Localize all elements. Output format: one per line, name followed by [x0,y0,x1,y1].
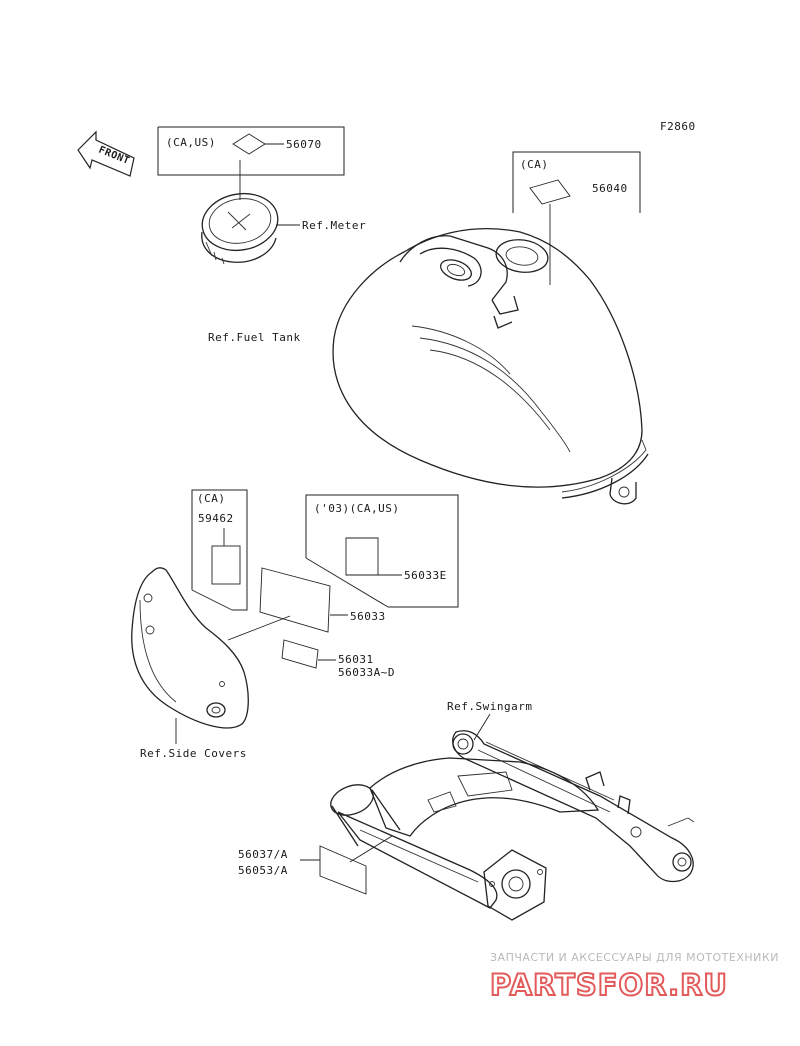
figure-code: F2860 [660,120,696,133]
decal-56037 [319,845,367,895]
decal-56033 [259,567,331,633]
decal-56070 [232,133,266,155]
watermark-brand: PARTSFOR.RU [490,968,728,1002]
ref-swingarm-label: Ref.Swingarm [447,700,532,713]
front-arrow-icon: FRONT [77,130,135,177]
part-56053a: 56053/A [238,864,288,877]
meter-part [201,192,300,265]
tank-label-box: (CA) 56040 [512,151,641,285]
decal-56033e [345,537,379,576]
ref-meter-label: Ref.Meter [302,219,366,232]
side-box-region: (CA) [197,492,226,505]
part-56031: 56031 [338,653,374,666]
ref-side-covers-label: Ref.Side Covers [140,747,247,760]
part-56070: 56070 [286,138,322,151]
ref-fuel-tank-label: Ref.Fuel Tank [208,331,301,344]
side-cover-part [131,567,249,729]
part-56040: 56040 [592,182,628,195]
side-label-box: (CA) 59462 [191,489,248,611]
meter-label-box: (CA,US) 56070 [157,126,345,176]
part-59462: 59462 [198,512,234,525]
part-56033a-d: 56033A~D [338,666,395,679]
swingarm-part [330,730,695,921]
decal-56040 [529,179,571,205]
fuel-tank-part [332,228,649,505]
part-56033e: 56033E [404,569,447,582]
watermark-tagline: ЗАПЧАСТИ И АКСЕССУАРЫ ДЛЯ МОТОТЕХНИКИ [490,951,779,964]
year-label-box: ('03)(CA,US) 56033E [305,494,459,608]
meter-box-region: (CA,US) [166,136,216,149]
part-56033: 56033 [350,610,386,623]
year-box-region: ('03)(CA,US) [314,502,399,515]
part-56037a: 56037/A [238,848,288,861]
tank-box-region: (CA) [520,158,549,171]
decal-59462 [211,545,241,585]
decal-56031 [281,639,319,669]
